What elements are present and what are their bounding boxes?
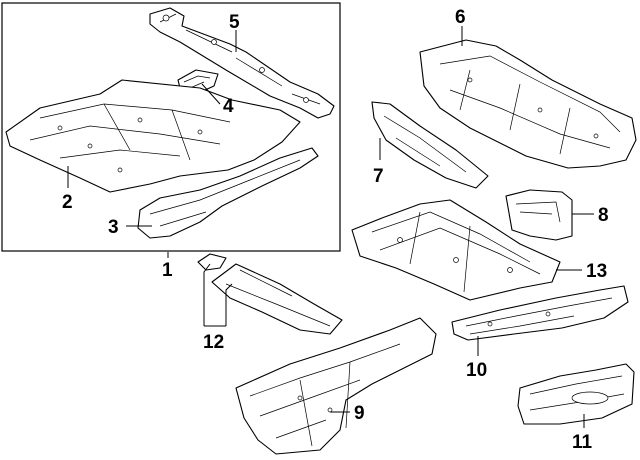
part-12-rail	[197, 253, 343, 335]
callout-10: 10	[466, 360, 487, 381]
callout-4: 4	[223, 96, 234, 117]
part-13-rear-frame	[351, 199, 561, 301]
part-9-front-side-member	[235, 317, 437, 455]
callout-1: 1	[162, 260, 173, 281]
callout-11: 11	[572, 432, 593, 453]
part-11-rear-side-panel	[517, 363, 635, 425]
assembly-group-frame	[1, 2, 341, 252]
part-3-sill-panel	[137, 147, 319, 239]
callout-12: 12	[203, 332, 224, 353]
part-8-panel	[505, 189, 573, 241]
callout-labels: 1 2 3 4 5 6 7 8 9 10 11 12 13	[62, 7, 609, 453]
part-6-rear-floor-pan	[419, 39, 637, 169]
part-2-floor-pan	[5, 79, 301, 193]
part-10-side-rail	[451, 285, 629, 341]
callout-3: 3	[108, 217, 119, 238]
callout-6: 6	[455, 7, 466, 28]
callout-13: 13	[586, 261, 607, 282]
leader-lines	[67, 26, 594, 428]
part-5-crossmember	[149, 7, 335, 119]
callout-7: 7	[373, 166, 384, 187]
callout-8: 8	[598, 205, 609, 226]
callout-2: 2	[62, 192, 73, 213]
callout-9: 9	[354, 403, 365, 424]
callout-5: 5	[229, 12, 240, 33]
part-7-rear-crossmember	[371, 101, 489, 189]
